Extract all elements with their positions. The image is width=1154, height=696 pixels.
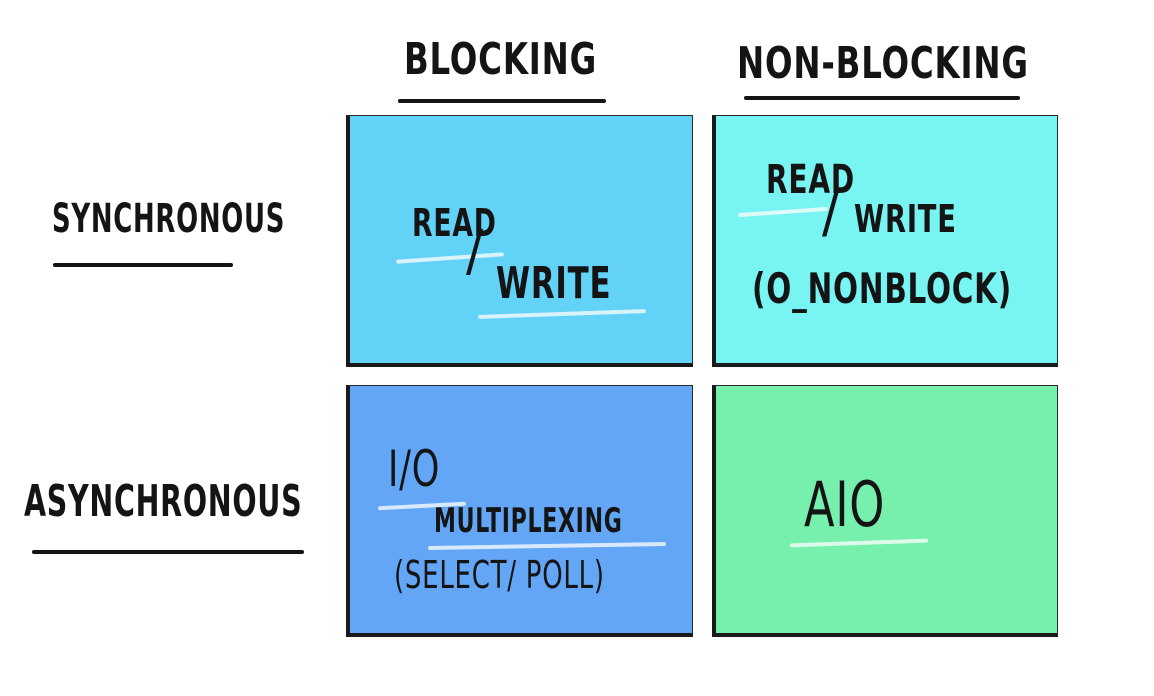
cell-async-blocking-multiplexing: MULTIPLEXING <box>434 501 623 541</box>
cell-sync-blocking-write: WRITE <box>496 258 612 309</box>
cell-async-nonblocking-aio: AIO <box>804 468 886 541</box>
column-header-blocking: BLOCKING <box>404 34 598 85</box>
cell-sync-nonblocking-flag: (O_NONBLOCK) <box>752 264 1013 313</box>
cell-sync-nonblocking-read-highlight <box>737 206 829 218</box>
cell-async-blocking-io: I/O <box>388 440 441 498</box>
row-header-synchronous: SYNCHRONOUS <box>52 196 286 242</box>
cell-async-blocking: I/O MULTIPLEXING (SELECT/ POLL) <box>346 385 693 637</box>
row-header-asynchronous-underline <box>32 550 304 554</box>
cell-async-blocking-multiplexing-highlight <box>427 541 667 551</box>
column-header-non-blocking: NON-BLOCKING <box>737 38 1029 89</box>
cell-async-nonblocking: AIO <box>712 385 1058 637</box>
cell-sync-nonblocking-write: WRITE <box>854 197 957 241</box>
cell-sync-nonblocking-slash: / <box>822 177 841 245</box>
cell-sync-blocking-slash: / <box>466 219 484 284</box>
cell-sync-blocking-read-highlight <box>395 252 505 264</box>
cell-sync-nonblocking: READ / WRITE (O_NONBLOCK) <box>712 115 1058 367</box>
cell-async-blocking-select-poll: (SELECT/ POLL) <box>394 553 605 597</box>
column-header-non-blocking-underline <box>744 96 1020 100</box>
row-header-synchronous-underline <box>53 263 233 267</box>
cell-sync-blocking: READ / WRITE <box>346 115 693 367</box>
cell-sync-nonblocking-read: READ <box>766 157 855 203</box>
row-header-asynchronous: ASYNCHRONOUS <box>24 476 303 527</box>
column-header-blocking-underline <box>398 99 606 103</box>
cell-sync-blocking-read: READ <box>412 201 497 245</box>
cell-sync-blocking-write-highlight <box>477 309 647 319</box>
